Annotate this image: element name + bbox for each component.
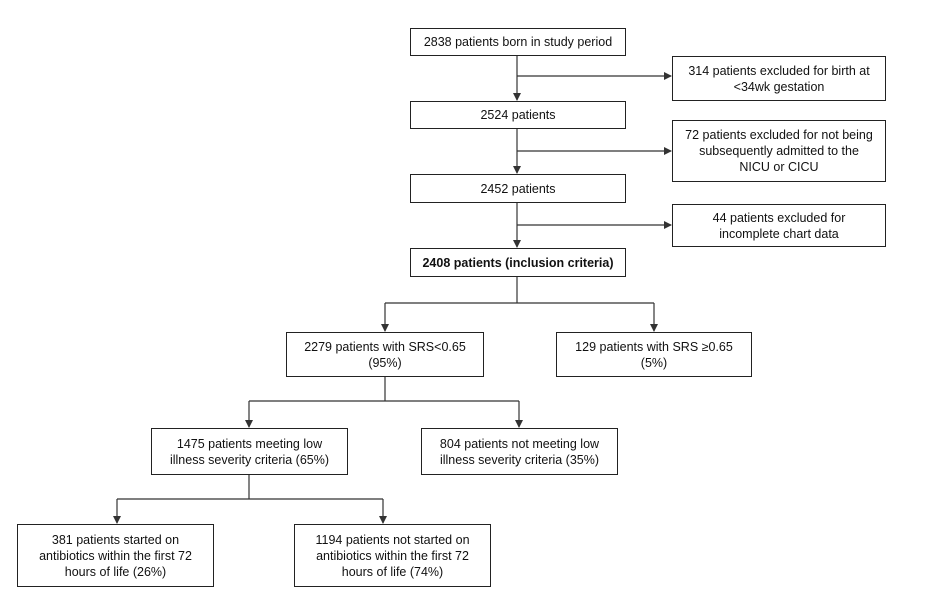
box-antibiotics-started: 381 patients started on antibiotics with… [17, 524, 214, 587]
box-2524-patients-line-1: 2524 patients [480, 108, 556, 122]
box-excluded-chart: 44 patients excluded for incomplete char… [672, 204, 886, 247]
box-srs-high-text: 129 patients with SRS ≥0.65 (5%) [575, 339, 733, 371]
box-not-low-severity-line-1: 804 patients not meeting low [439, 436, 600, 451]
box-2452-patients-line-1: 2452 patients [480, 181, 556, 196]
box-born-text: 2838 patients born in study period [424, 34, 612, 50]
box-srs-low-line-1: 2279 patients with SRS<0.65 [304, 339, 466, 354]
box-excluded-gestation-line-2: <34wk gestation [733, 79, 825, 94]
box-excluded-nicu-line-2: subsequently admitted to the [699, 144, 859, 158]
box-antibiotics-started-line-1: 381 patients started on [51, 532, 180, 547]
box-2452-patients: 2452 patients [410, 174, 626, 203]
box-2524-patients-text: 2524 patients [480, 107, 555, 123]
box-not-low-severity-text: 804 patients not meeting low illness sev… [440, 436, 599, 468]
box-excluded-chart-text: 44 patients excluded for incomplete char… [713, 210, 846, 242]
box-not-low-severity-line-2: illness severity criteria (35%) [439, 452, 600, 467]
box-2524-patients: 2524 patients [410, 101, 626, 129]
box-excluded-chart-line-2: incomplete chart data [719, 226, 839, 241]
box-low-severity-line-1: 1475 patients meeting low [176, 436, 323, 451]
box-excluded-chart-line-1: 44 patients excluded for [712, 210, 846, 225]
box-antibiotics-started-text: 381 patients started on antibiotics with… [39, 532, 192, 580]
box-srs-high: 129 patients with SRS ≥0.65 (5%) [556, 332, 752, 377]
box-excluded-nicu-line-3: NICU or CICU [739, 160, 819, 174]
box-antibiotics-started-line-2: antibiotics within the first 72 [39, 548, 192, 563]
box-srs-low-text: 2279 patients with SRS<0.65 (95%) [304, 339, 466, 371]
box-low-severity-line-2: illness severity criteria (65%) [169, 452, 330, 467]
box-inclusion: 2408 patients (inclusion criteria) [410, 248, 626, 277]
box-low-severity: 1475 patients meeting low illness severi… [151, 428, 348, 475]
box-2452-patients-text: 2452 patients [480, 181, 555, 197]
box-antibiotics-not-started-line-2: antibiotics within the first 72 [316, 548, 469, 563]
box-antibiotics-not-started-line-1: 1194 patients not started on [315, 532, 470, 547]
box-srs-low: 2279 patients with SRS<0.65 (95%) [286, 332, 484, 377]
box-excluded-nicu: 72 patients excluded for not being subse… [672, 120, 886, 182]
box-inclusion-text: 2408 patients (inclusion criteria) [422, 255, 613, 271]
box-srs-high-line-2: (5%) [640, 355, 668, 370]
box-srs-low-line-2: (95%) [368, 355, 402, 370]
box-inclusion-line-1: 2408 patients (inclusion criteria) [422, 255, 614, 270]
box-antibiotics-not-started: 1194 patients not started on antibiotics… [294, 524, 491, 587]
box-excluded-gestation-line-1: 314 patients excluded for birth at [688, 63, 870, 78]
box-low-severity-text: 1475 patients meeting low illness severi… [170, 436, 329, 468]
box-antibiotics-not-started-line-3: hours of life (74%) [341, 564, 444, 579]
box-not-low-severity: 804 patients not meeting low illness sev… [421, 428, 618, 475]
box-excluded-gestation-text: 314 patients excluded for birth at <34wk… [688, 63, 869, 95]
box-srs-high-line-1: 129 patients with SRS ≥0.65 [575, 339, 733, 354]
box-excluded-nicu-text: 72 patients excluded for not being subse… [685, 127, 873, 175]
box-excluded-nicu-line-1: 72 patients excluded for not being [685, 128, 873, 142]
box-excluded-gestation: 314 patients excluded for birth at <34wk… [672, 56, 886, 101]
box-born-line-1: 2838 patients born in study period [423, 35, 613, 49]
box-antibiotics-not-started-text: 1194 patients not started on antibiotics… [315, 532, 469, 580]
box-antibiotics-started-line-3: hours of life (26%) [64, 564, 167, 579]
box-born: 2838 patients born in study period [410, 28, 626, 56]
